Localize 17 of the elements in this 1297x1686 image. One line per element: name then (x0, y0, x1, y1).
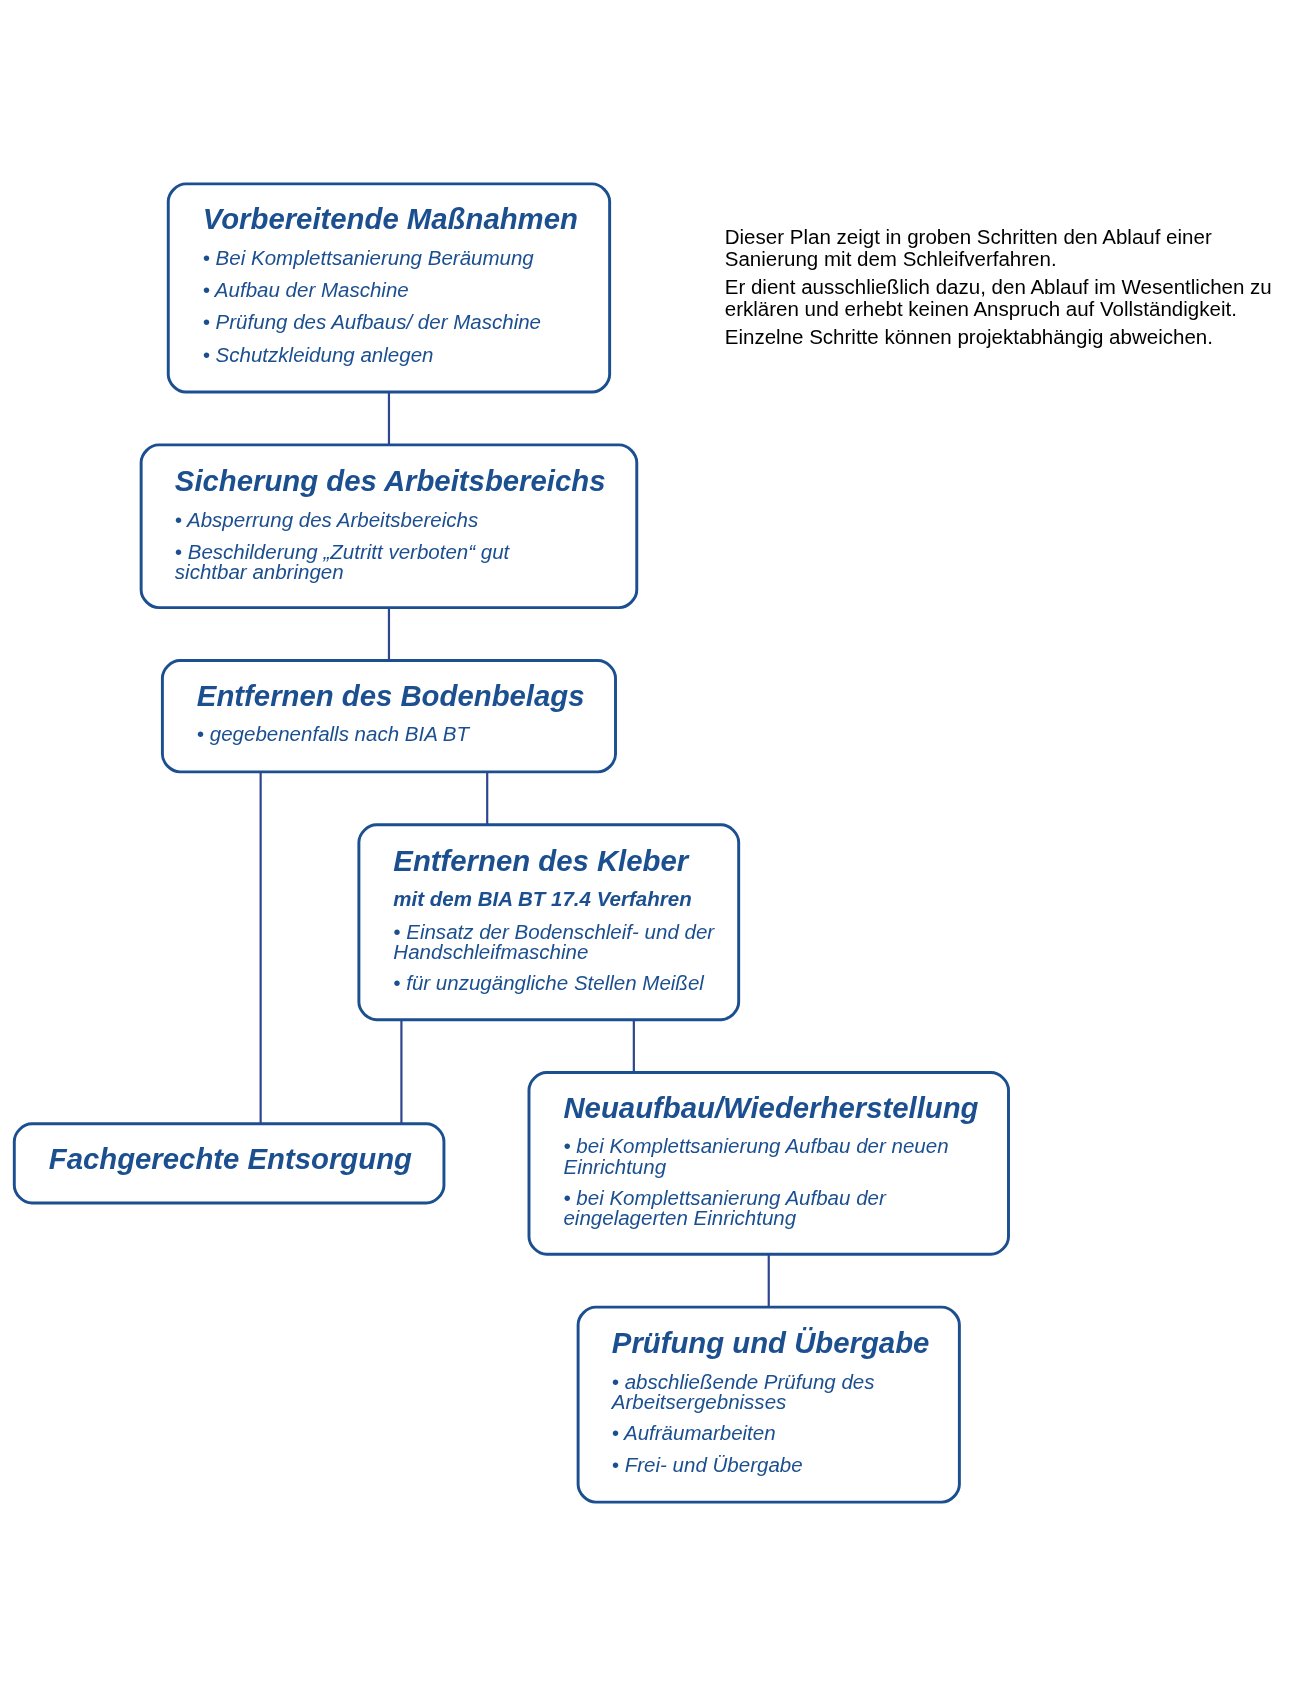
node-box: Entfernen des Bodenbelags • gegebenenfalls nach BIA BT (160, 658, 617, 774)
node-box: Prüfung und Übergabe • abschließende Prüfung des Arbeitsergebnisses • Aufräumarbeiten • Frei- und Übergabe (576, 1305, 961, 1504)
node-box: Sicherung des Arbeitsbereichs • Absperrung des Arbeitsbereichs • Beschilderung „Zutritt verboten“ gut sichtbar anbringen (139, 443, 639, 610)
connector (387, 392, 391, 445)
connector (632, 1020, 635, 1073)
connector (767, 1254, 770, 1307)
node-box: Fachgerechte Entsorgung (12, 1122, 446, 1205)
node-box: Entfernen des Kleber mit dem BIA BT 17.4 Verfahren • Einsatz der Bodenschleif- und der Handschleifmaschine • für unzugängliche Stellen Meißel (357, 823, 741, 1022)
connector (259, 771, 262, 1124)
label: Einzelne Schritte können projektabhängig abweichen. (724, 324, 1213, 348)
label: Er dient ausschließlich dazu, den Ablauf im Wesentlichen zu erklären und erhebt keinen Anspruch auf Vollständigkeit. (724, 275, 1272, 321)
connector (400, 1020, 403, 1124)
connector (387, 607, 391, 661)
connector (486, 771, 489, 825)
node-box: Vorbereitende Maßnahmen • Bei Komplettsanierung Beräumung • Aufbau der Maschine • Prüfung des Aufbaus/ der Maschine • Schutzkleidung anlegen (166, 182, 612, 394)
node-box: Neuaufbau/Wiederherstellung • bei Komplettsanierung Aufbau der neuen Einrichtung • bei Komplettsanierung Aufbau der eingelagerten Einrichtung (527, 1071, 1010, 1256)
label: Dieser Plan zeigt in groben Schritten den Ablauf einer Sanierung mit dem Schleifverfahren. (724, 225, 1212, 271)
